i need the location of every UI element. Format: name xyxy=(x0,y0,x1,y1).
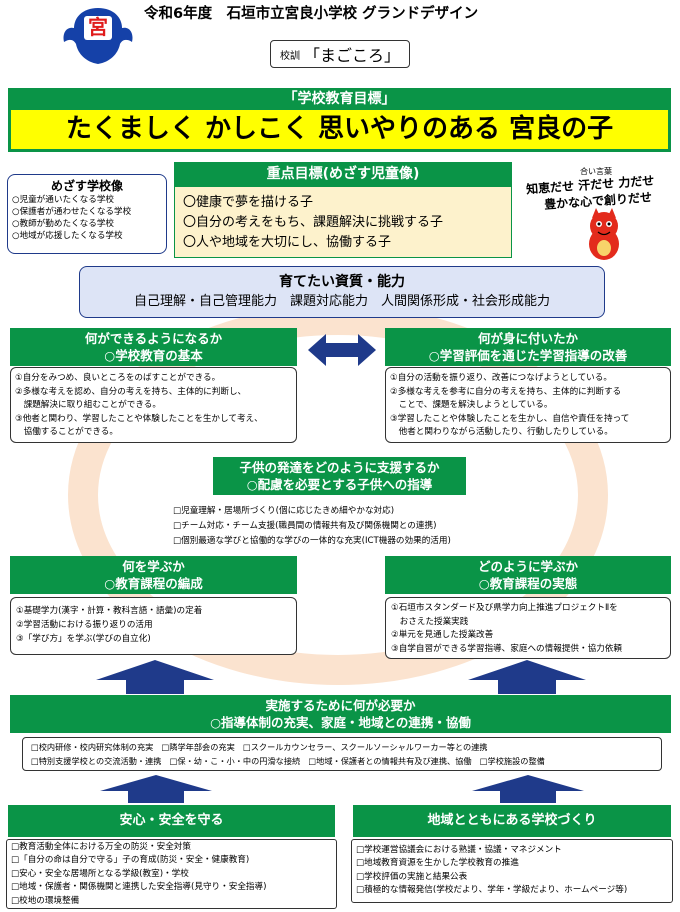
up-arrow-icon xyxy=(472,775,584,803)
crest-icon xyxy=(63,8,133,64)
abilities-box: 育てたい資質・能力 自己理解・自己管理能力 課題対応能力 人間関係形成・社会形成… xyxy=(79,266,605,318)
school-vision-item: ○地域が応援したくなる学校 xyxy=(12,231,123,241)
school-vision-item: ○児童が通いたくなる学校 xyxy=(12,195,115,205)
top-left-line2: ○学校教育の基本 xyxy=(104,348,203,363)
top-right-header: 何が身に付いたか ○学習評価を通じた学習指導の改善 xyxy=(385,328,671,366)
center-list: □児童理解・居場所づくり(個に応じたきめ細やかな対応) □チーム対応・チーム支援… xyxy=(173,504,513,549)
center-item: □チーム対応・チーム支援(職員間の情報共有及び関係機関との連携) xyxy=(173,521,437,531)
up-arrow-icon xyxy=(100,775,212,803)
abilities-title: 育てたい資質・能力 xyxy=(279,274,405,290)
double-arrow-icon xyxy=(308,334,376,366)
center-line2: ○配慮を必要とする子供への指導 xyxy=(246,477,433,492)
up-arrow-icon xyxy=(96,660,214,694)
safety-box: □教育活動全体における万全の防災・安全対策 □「自分の命は自分で守る」子の育成(… xyxy=(6,839,337,909)
top-left-item: 課題解決に取り組むことができる。 xyxy=(15,400,161,410)
top-left-item: 協働することができる。 xyxy=(15,427,118,437)
school-vision-title: めざす学校像 xyxy=(50,179,123,193)
focus-item: 〇自分の考えをもち、課題解決に挑戦する子 xyxy=(183,215,444,230)
safety-item: □安心・安全な居場所となる学級(教室)・学校 xyxy=(11,868,189,879)
implement-line2: ○指導体制の充実、家庭・地域との連携・協働 xyxy=(210,715,471,730)
up-arrow-icon xyxy=(468,660,586,694)
mid-left-item: ①基礎学力(漢字・計算・教科言語・語彙)の定着 xyxy=(16,606,203,616)
focus-box: 〇健康で夢を描ける子 〇自分の考えをもち、課題解決に挑戦する子 〇人や地域を大切… xyxy=(174,186,512,258)
school-emblem: 宮 xyxy=(60,4,136,66)
focus-item: 〇人や地域を大切にし、協働する子 xyxy=(183,235,392,250)
safety-item: □「自分の命は自分で守る」子の育成(防災・安全・健康教育) xyxy=(11,855,250,866)
mascot-icon xyxy=(589,208,619,260)
mid-right-line1: どのように学ぶか xyxy=(477,559,578,574)
top-right-item: ①自分の活動を振り返り、改善につなげようとしている。 xyxy=(390,373,612,383)
center-item: □個別最適な学びと協働的な学びの一体的な充実(ICT機器の効果的活用) xyxy=(173,536,451,546)
community-item: □学校評価の実施と結果公表 xyxy=(356,871,468,882)
top-left-item: ③他者と関わり、学習したことや体験したことを生かして考え、 xyxy=(15,413,263,424)
top-right-item: ことで、課題を解決しようとしている。 xyxy=(390,400,553,410)
mid-right-item: おさえた授業実践 xyxy=(391,616,469,627)
slogan-caption: 合い言葉 xyxy=(580,167,612,176)
community-item: □学校運営協議会における熟議・協議・マネジメント xyxy=(356,845,562,855)
top-right-line2: ○学習評価を通じた学習指導の改善 xyxy=(428,348,628,363)
mid-left-line2: ○教育課程の編成 xyxy=(104,576,203,591)
top-right-item: 他者と関わりながら活動したり、行動したりしている。 xyxy=(390,427,613,437)
mid-left-item: ③「学び方」を学ぶ(学びの自立化) xyxy=(16,634,151,644)
school-vision-item: ○教師が勤めたくなる学校 xyxy=(12,219,115,229)
top-left-item: ②多様な考えを認め、自分の考えを持ち、主体的に判断し、 xyxy=(15,386,247,397)
motto-label: 校訓 xyxy=(279,50,300,62)
top-left-header: 何ができるようになるか ○学校教育の基本 xyxy=(10,328,297,366)
top-left-item: ①自分をみつめ、良いところをのばすことができる。 xyxy=(15,373,221,383)
school-vision-item: ○保護者が通わせたくなる学校 xyxy=(12,207,132,217)
center-line1: 子供の発達をどのように支援するか xyxy=(239,460,440,475)
community-item: □地域教育資源を生かした学校教育の推進 xyxy=(356,858,519,869)
implement-header: 実施するために何が必要か ○指導体制の充実、家庭・地域との連携・協働 xyxy=(10,695,671,733)
mid-right-item: ②単元を見通した授業改善 xyxy=(391,630,494,640)
school-vision-box: めざす学校像 ○児童が通いたくなる学校 ○保護者が通わせたくなる学校 ○教師が勤… xyxy=(7,174,167,254)
community-item: □積極的な情報発信(学校だより、学年・学級だより、ホームページ等) xyxy=(356,885,628,896)
safety-item: □校地の環境整備 xyxy=(11,895,80,906)
top-left-box: ①自分をみつめ、良いところをのばすことができる。 ②多様な考えを認め、自分の考え… xyxy=(10,367,297,443)
implement-box: □校内研修・校内研究体制の充実 □隣学年部会の充実 □スクールカウンセラー、スク… xyxy=(22,737,662,771)
center-item: □児童理解・居場所づくり(個に応じたきめ細やかな対応) xyxy=(173,506,395,516)
mid-left-header: 何を学ぶか ○教育課程の編成 xyxy=(10,556,297,594)
safety-item: □地域・保護者・関係機関と連携した安全指導(見守り・安全指導) xyxy=(11,882,267,893)
top-right-item: ②多様な考えを参考に自分の考えを持ち、主体的に判断する xyxy=(390,386,622,397)
emblem-text: 宮 xyxy=(88,15,108,39)
safety-item: □教育活動全体における万全の防災・安全対策 xyxy=(11,842,191,852)
page-title: 令和6年度 石垣市立宮良小学校 グランドデザイン xyxy=(144,6,479,22)
mid-left-box: ①基礎学力(漢字・計算・教科言語・語彙)の定着 ②学習活動における振り返りの活用… xyxy=(10,597,297,655)
mid-right-line2: ○教育課程の実態 xyxy=(478,576,578,591)
community-box: □学校運営協議会における熟議・協議・マネジメント □地域教育資源を生かした学校教… xyxy=(351,839,673,903)
abilities-text: 自己理解・自己管理能力 課題対応能力 人間関係形成・社会形成能力 xyxy=(133,294,550,309)
top-left-line1: 何ができるようになるか xyxy=(84,331,223,346)
motto-box: 校訓 「まごころ」 xyxy=(270,40,410,68)
safety-title: 安心・安全を守る xyxy=(8,805,335,837)
mid-left-line1: 何を学ぶか xyxy=(122,559,185,574)
mid-right-item: ①石垣市スタンダード及び県学力向上推進プロジェクトⅡを xyxy=(391,603,618,613)
implement-row: □特別支援学校との交流活動・連携 □保・幼・こ・小・中の円滑な接続 □地域・保護… xyxy=(31,755,545,766)
top-right-item: ③学習したことや体験したことを生かし、自信や責任を持って xyxy=(390,413,630,424)
top-right-box: ①自分の活動を振り返り、改善につなげようとしている。 ②多様な考えを参考に自分の… xyxy=(385,367,671,443)
top-right-line1: 何が身に付いたか xyxy=(477,331,578,346)
goal-banner: たくましく かしこく 思いやりのある 宮良の子 xyxy=(8,110,671,152)
center-header: 子供の発達をどのように支援するか ○配慮を必要とする子供への指導 xyxy=(213,457,466,495)
focus-item: 〇健康で夢を描ける子 xyxy=(183,195,314,210)
mid-right-item: ③自学自習ができる学習指導、家庭への情報提供・協力依頼 xyxy=(391,643,622,654)
focus-title: 重点目標(めざす児童像) xyxy=(174,162,512,186)
community-title: 地域とともにある学校づくり xyxy=(353,805,671,837)
implement-row: □校内研修・校内研究体制の充実 □隣学年部会の充実 □スクールカウンセラー、スク… xyxy=(31,742,488,752)
implement-line1: 実施するために何が必要か xyxy=(265,698,416,713)
mid-left-item: ②学習活動における振り返りの活用 xyxy=(16,620,153,630)
mid-right-box: ①石垣市スタンダード及び県学力向上推進プロジェクトⅡを おさえた授業実践 ②単元… xyxy=(385,597,671,659)
mid-right-header: どのように学ぶか ○教育課程の実態 xyxy=(385,556,671,594)
motto-text: 「まごころ」 xyxy=(303,46,400,65)
goal-label: 「学校教育目標」 xyxy=(8,88,671,110)
